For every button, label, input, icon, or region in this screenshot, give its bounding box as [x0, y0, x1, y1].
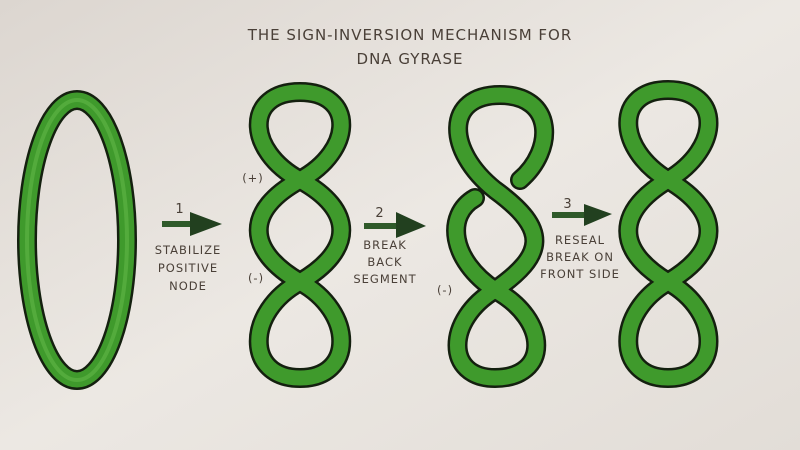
step-2-label-line-2: BACK — [367, 255, 402, 269]
negative-node-label-fig3: (-) — [437, 283, 453, 297]
step-2-label-line-3: SEGMENT — [353, 272, 416, 286]
step-1-label-line-3: NODE — [169, 279, 207, 293]
step-3-number: 3 — [563, 197, 572, 212]
relaxed-dna-loop — [17, 90, 137, 390]
title-line-1: THE SIGN-INVERSION MECHANISM FOR — [247, 26, 573, 44]
positive-node-label: (+) — [242, 171, 264, 185]
step-1-arrow — [162, 212, 222, 236]
step-3-label-line-3: FRONT SIDE — [540, 267, 620, 281]
step-1-number: 1 — [175, 202, 184, 217]
step-1-label-line-1: STABILIZE — [155, 243, 222, 257]
resealed-dna-inverted-node — [618, 80, 719, 388]
step-2-number: 2 — [375, 206, 384, 221]
step-2-arrow — [364, 212, 426, 238]
title-line-2: DNA GYRASE — [357, 50, 464, 68]
dna-with-broken-segment — [446, 85, 555, 388]
negative-node-label-fig2: (-) — [248, 271, 264, 285]
step-1-label-line-2: POSITIVE — [158, 261, 218, 275]
supercoiled-dna-two-nodes — [248, 82, 352, 388]
step-3-arrow — [552, 204, 612, 226]
step-3-label-line-2: BREAK ON — [546, 250, 614, 264]
step-2-label-line-1: BREAK — [363, 238, 407, 252]
step-3-label-line-1: RESEAL — [555, 233, 605, 247]
